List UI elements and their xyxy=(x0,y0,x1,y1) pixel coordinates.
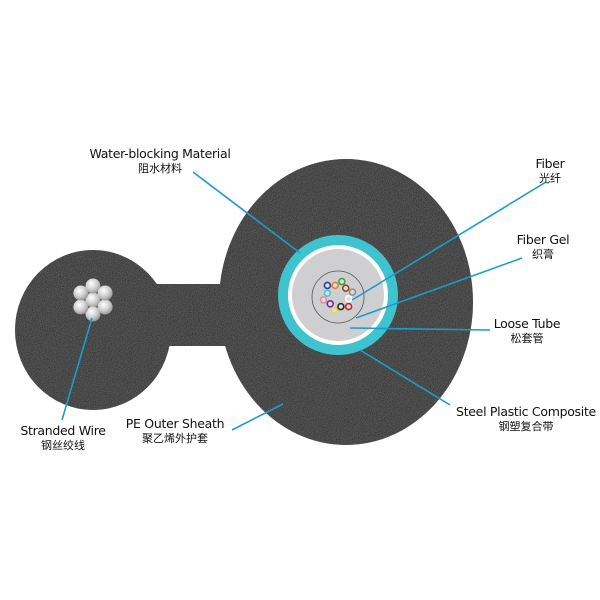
fiber-strand xyxy=(323,281,332,290)
label-en: Fiber xyxy=(535,156,565,171)
leader-line-fiber xyxy=(351,181,547,301)
wire-strand xyxy=(97,285,113,301)
fiber-strand xyxy=(344,295,353,303)
fibers xyxy=(319,277,357,315)
label-stranded-wire: Stranded Wire 钢丝绞线 xyxy=(20,423,106,453)
wire-strand xyxy=(73,285,89,301)
leader-line-pe-sheath xyxy=(231,403,284,431)
leader-lines xyxy=(61,171,547,431)
leader-line-stranded-wire xyxy=(61,317,93,421)
leader-line-steel-plastic xyxy=(359,349,451,406)
label-en: Stranded Wire xyxy=(20,423,106,438)
fiber-strand xyxy=(331,281,339,290)
label-zh: 钢塑复合带 xyxy=(498,420,554,433)
wire-strand xyxy=(97,299,113,315)
label-steel-plastic: Steel Plastic Composite 钢塑复合带 xyxy=(456,404,596,434)
label-zh: 光纤 xyxy=(539,172,561,185)
label-en: Water-blocking Material xyxy=(89,146,231,161)
label-en: Loose Tube xyxy=(493,316,561,331)
label-zh: 钢丝绞线 xyxy=(41,439,85,452)
stranded-wire xyxy=(73,278,113,322)
leader-line-water-blocking xyxy=(192,171,301,254)
loose-tube xyxy=(292,249,384,341)
wire-strand xyxy=(85,292,101,308)
wire-strand xyxy=(85,306,101,322)
fiber-strand xyxy=(326,299,335,308)
leader-line-loose-tube xyxy=(349,327,491,331)
fiber-strand xyxy=(337,302,345,311)
label-fiber: Fiber 光纤 xyxy=(535,156,564,186)
label-zh: 松套管 xyxy=(510,332,544,345)
label-en: Fiber Gel xyxy=(516,232,570,247)
label-loose-tube: Loose Tube 松套管 xyxy=(494,316,561,346)
fiber-strand xyxy=(323,289,332,297)
label-en: Steel Plastic Composite xyxy=(456,404,596,419)
label-fiber-gel: Fiber Gel 织膏 xyxy=(517,232,570,262)
fiber-strand xyxy=(330,306,338,315)
wire-strand xyxy=(85,278,101,294)
wire-strand xyxy=(73,299,89,315)
label-en: PE Outer Sheath xyxy=(125,416,225,431)
fiber-gel-boundary xyxy=(311,270,365,324)
fiber-strand xyxy=(319,296,328,304)
label-water-blocking: Water-blocking Material 阻水材料 xyxy=(89,146,230,176)
label-zh: 聚乙烯外护套 xyxy=(142,432,208,445)
label-zh: 阻水材料 xyxy=(137,162,182,175)
leader-line-fiber-gel xyxy=(355,257,523,319)
label-zh: 织膏 xyxy=(532,248,554,261)
fiber-strand xyxy=(348,288,357,296)
fiber-strand xyxy=(338,277,346,286)
fiber-strand xyxy=(341,284,350,293)
label-pe-sheath: PE Outer Sheath 聚乙烯外护套 xyxy=(125,416,225,446)
loose-tube-assembly xyxy=(278,235,398,355)
fiber-strand xyxy=(344,302,353,311)
